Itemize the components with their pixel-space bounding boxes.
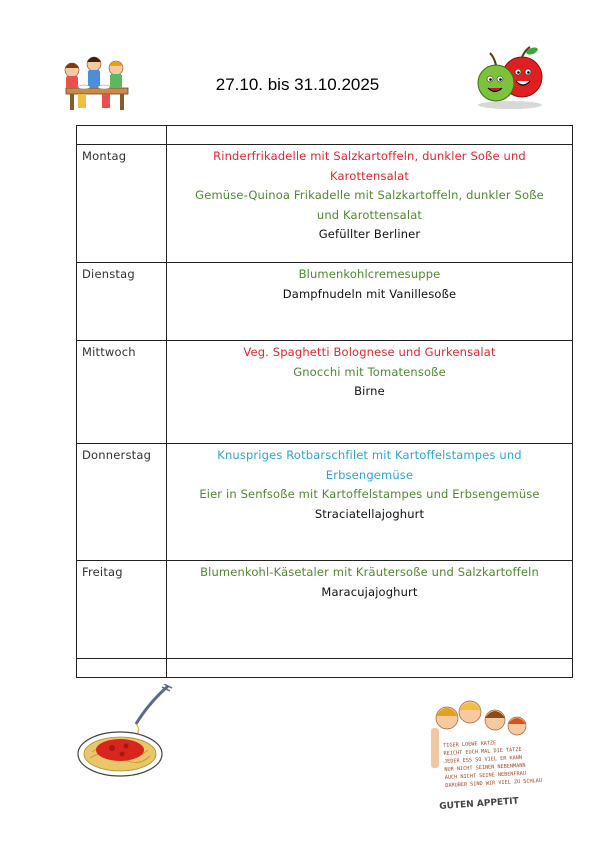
spaghetti-plate-clipart xyxy=(77,684,173,777)
dish-line: Veg. Spaghetti Bolognese und Gurkensalat xyxy=(243,345,496,359)
dish-line: Gemüse-Quinoa Frikadelle mit Salzkartoff… xyxy=(195,188,544,202)
apples-clipart xyxy=(477,46,543,109)
day-label: Montag xyxy=(76,144,167,263)
table-row: Donnerstag Knuspriges Rotbarschfilet mit… xyxy=(76,443,573,561)
empty-cell xyxy=(76,125,167,145)
dishes-cell: Veg. Spaghetti Bolognese und Gurkensalat… xyxy=(166,340,573,444)
dish-line: Rinderfrikadelle mit Salzkartoffeln, dun… xyxy=(213,149,526,163)
kids-faces-icon xyxy=(431,700,527,768)
dish-line: und Karottensalat xyxy=(316,207,423,222)
empty-cell xyxy=(76,658,167,678)
day-label: Mittwoch xyxy=(76,340,167,444)
table-row: Mittwoch Veg. Spaghetti Bolognese und Gu… xyxy=(76,340,573,444)
dishes-cell: Rinderfrikadelle mit Salzkartoffeln, dun… xyxy=(166,144,573,263)
table-row: Freitag Blumenkohl-Käsetaler mit Kräuter… xyxy=(76,560,573,659)
dish-line: Gefüllter Berliner xyxy=(318,227,421,241)
dish-line: Straciatellajoghurt xyxy=(314,506,425,521)
day-label: Donnerstag xyxy=(76,443,167,561)
day-label: Dienstag xyxy=(76,262,167,341)
menu-date-range: 27.10. bis 31.10.2025 xyxy=(215,75,380,94)
dish-line: Maracujajoghurt xyxy=(321,584,418,599)
table-row: Dienstag Blumenkohlcremesuppe Dampfnudel… xyxy=(76,262,573,341)
dish-line: Karottensalat xyxy=(329,168,410,183)
day-label: Freitag xyxy=(76,560,167,659)
dishes-cell: Blumenkohlcremesuppe Dampfnudeln mit Van… xyxy=(166,262,573,341)
dishes-cell: Knuspriges Rotbarschfilet mit Kartoffels… xyxy=(166,443,573,561)
dish-line: Blumenkohlcremesuppe xyxy=(298,267,441,281)
dish-line: Eier in Senfsoße mit Kartoffelstampes un… xyxy=(199,487,540,501)
table-header-row xyxy=(76,125,573,145)
dish-line: Erbsengemüse xyxy=(325,467,414,482)
dish-line: Birne xyxy=(354,384,385,398)
kids-poem-clipart: TIGER LOEWE KATZE REICHT EUCH MAL DIE TA… xyxy=(425,698,560,816)
empty-cell xyxy=(166,125,573,145)
children-eating-clipart xyxy=(64,56,129,110)
dish-line: Dampfnudeln mit Vanillesoße xyxy=(282,286,457,301)
empty-cell xyxy=(166,658,573,678)
table-row: Montag Rinderfrikadelle mit Salzkartoffe… xyxy=(76,144,573,263)
dish-line: Knuspriges Rotbarschfilet mit Kartoffels… xyxy=(217,448,522,462)
weekly-menu-table: Montag Rinderfrikadelle mit Salzkartoffe… xyxy=(76,125,573,678)
dishes-cell: Blumenkohl-Käsetaler mit Kräutersoße und… xyxy=(166,560,573,659)
table-footer-row xyxy=(76,658,573,678)
dish-line: Blumenkohl-Käsetaler mit Kräutersoße und… xyxy=(200,565,539,579)
dish-line: Gnocchi mit Tomatensoße xyxy=(293,364,446,379)
